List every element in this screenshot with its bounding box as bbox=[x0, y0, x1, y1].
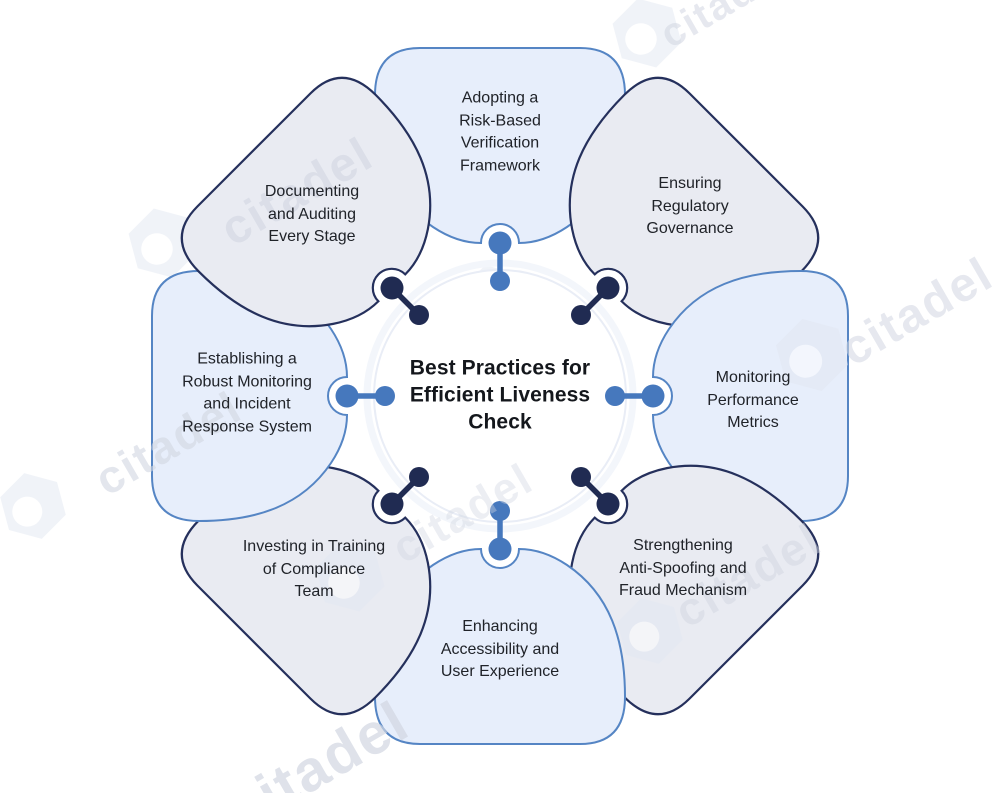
petal-label-top-left: Documenting and Auditing Every Stage bbox=[264, 182, 360, 246]
connector-top-right bbox=[571, 276, 620, 325]
connector-bottom-left bbox=[380, 467, 429, 516]
petal-label-top-right: Ensuring Regulatory Governance bbox=[646, 174, 734, 238]
connector-top-left bbox=[380, 276, 429, 325]
connector-dot bbox=[605, 386, 625, 406]
petal-label-bottom-right: Strengthening Anti-Spoofing and Fraud Me… bbox=[618, 536, 748, 600]
connector-dot bbox=[375, 386, 395, 406]
connector-bottom-right bbox=[571, 467, 620, 516]
connector-dot bbox=[490, 271, 510, 291]
connector-dot bbox=[571, 305, 591, 325]
petal-label-bottom: Enhancing Accessibility and User Experie… bbox=[440, 617, 560, 681]
petal-label-left: Establishing a Robust Monitoring and Inc… bbox=[182, 350, 312, 436]
connector-dot bbox=[596, 276, 620, 300]
connector-dot bbox=[571, 467, 591, 487]
connector-dot bbox=[409, 305, 429, 325]
citadel-logo-icon bbox=[607, 0, 687, 76]
citadel-logo-icon bbox=[0, 465, 71, 547]
connector-dot bbox=[409, 467, 429, 487]
connector-top bbox=[488, 231, 512, 291]
petal-label-top: Adopting a Risk-Based Verification Frame… bbox=[459, 89, 541, 175]
petal-label-right: Monitoring Performance Metrics bbox=[707, 368, 799, 432]
connector-dot bbox=[488, 231, 512, 255]
center-title: Best Practices for Efficient Liveness Ch… bbox=[409, 356, 591, 434]
connector-dot bbox=[488, 537, 512, 561]
connector-left bbox=[335, 384, 395, 408]
connector-dot bbox=[380, 492, 404, 516]
petal-label-bottom-left: Investing in Training of Compliance Team bbox=[242, 537, 386, 601]
connector-bottom bbox=[488, 501, 512, 561]
connector-dot bbox=[596, 492, 620, 516]
connector-right bbox=[605, 384, 665, 408]
connector-dot bbox=[490, 501, 510, 521]
connector-dot bbox=[335, 384, 359, 408]
connector-dot bbox=[641, 384, 665, 408]
connector-dot bbox=[380, 276, 404, 300]
